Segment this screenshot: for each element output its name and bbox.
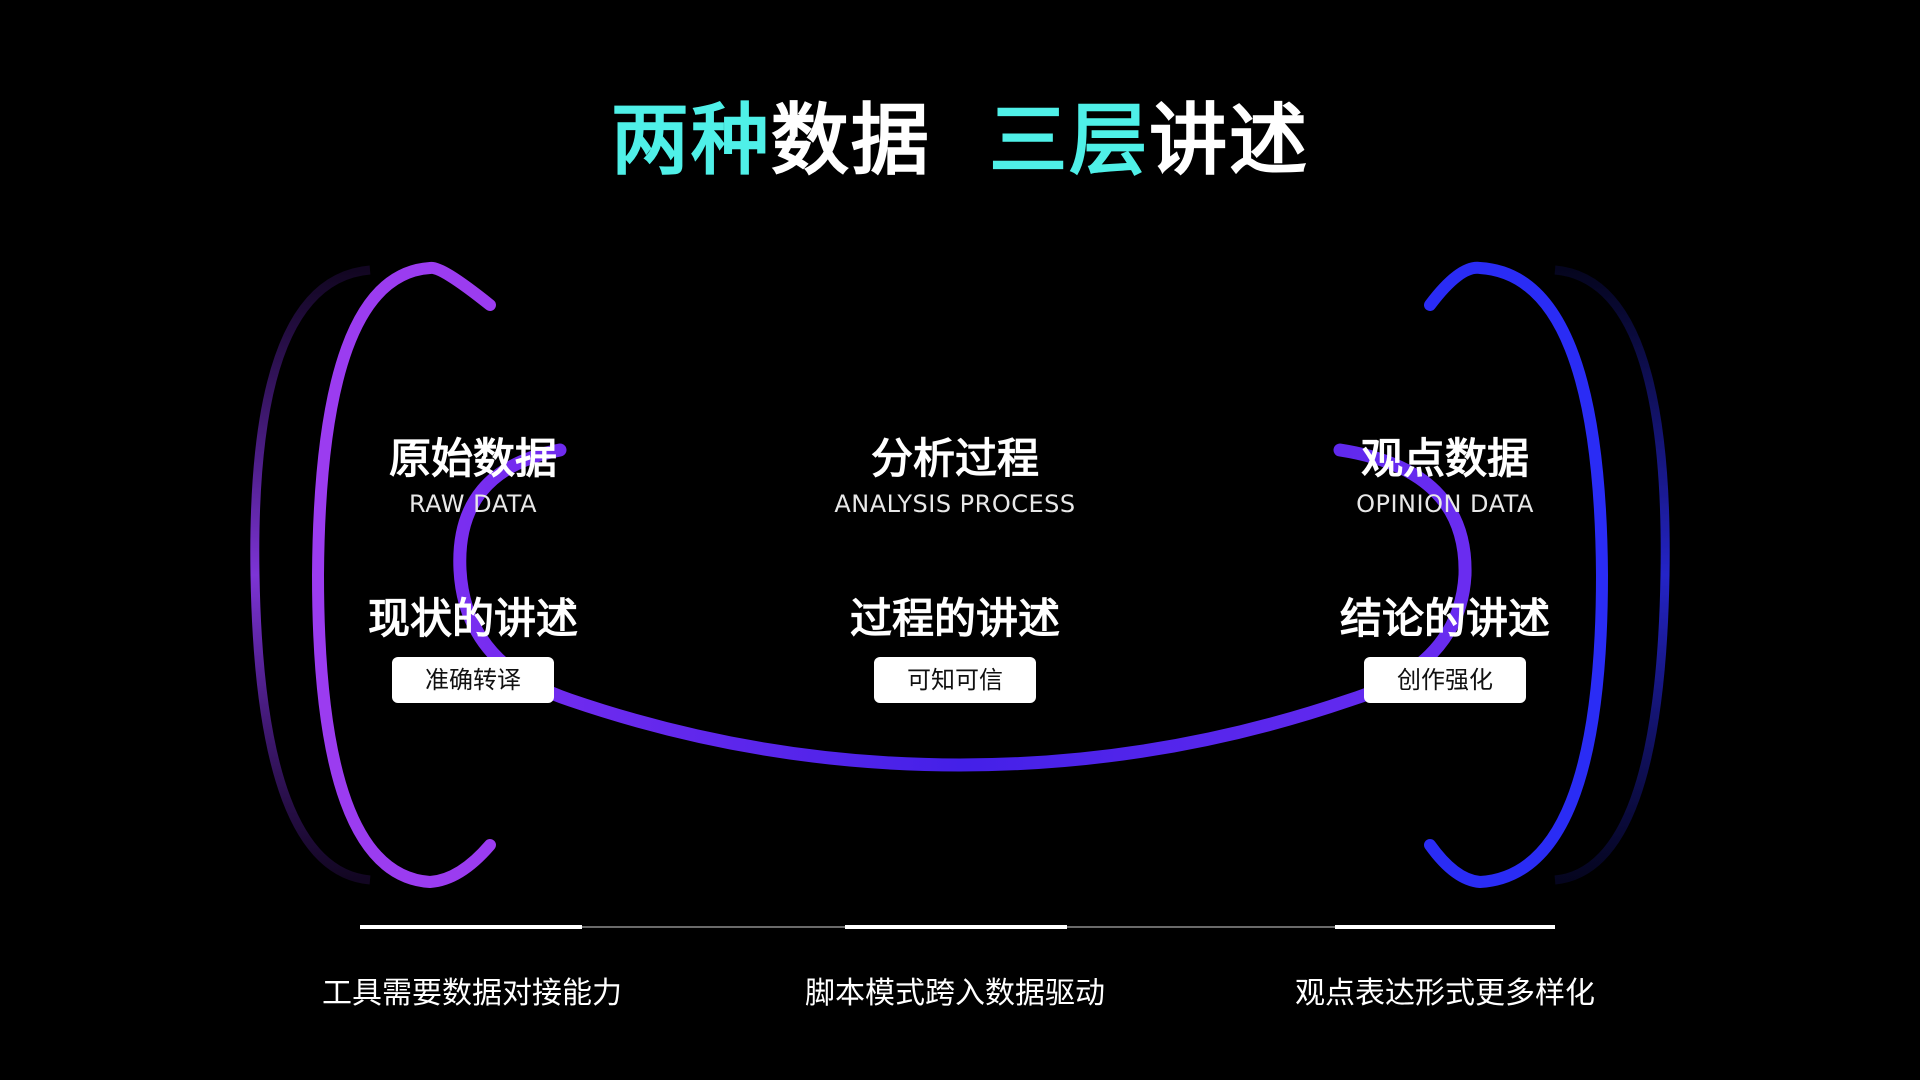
column-title: 分析过程: [870, 434, 1039, 483]
column-subtitle: RAW DATA: [409, 490, 537, 518]
column-title: 观点数据: [1360, 434, 1529, 483]
left-ring-outer: [250, 265, 371, 885]
bottom-label-2: 脚本模式跨入数据驱动: [805, 976, 1105, 1011]
title-part: 三层: [989, 96, 1150, 186]
column-badge: 创作强化: [1364, 657, 1526, 703]
bottom-label-3: 观点表达形式更多样化: [1295, 976, 1595, 1011]
right-ring-outer: [1554, 265, 1670, 885]
page-title: 两种数据 三层讲述: [0, 78, 1920, 190]
left-ring-inner: [311, 261, 496, 889]
title-part: 两种: [610, 96, 771, 186]
column-subtitle: OPINION DATA: [1356, 490, 1534, 518]
column-narrative: 过程的讲述: [849, 594, 1060, 643]
title-part: 数据: [770, 96, 990, 186]
column-badge: 准确转译: [392, 657, 554, 703]
column-narrative: 结论的讲述: [1339, 594, 1550, 643]
column-narrative: 现状的讲述: [367, 594, 578, 643]
right-ring-inner: [1424, 261, 1609, 889]
title-part: 讲述: [1149, 96, 1310, 186]
column-subtitle: ANALYSIS PROCESS: [834, 490, 1076, 518]
bottom-label-1: 工具需要数据对接能力: [322, 976, 622, 1011]
column-badge: 可知可信: [874, 657, 1036, 703]
column-title: 原始数据: [388, 434, 557, 483]
connecting-arc: [453, 443, 1472, 772]
